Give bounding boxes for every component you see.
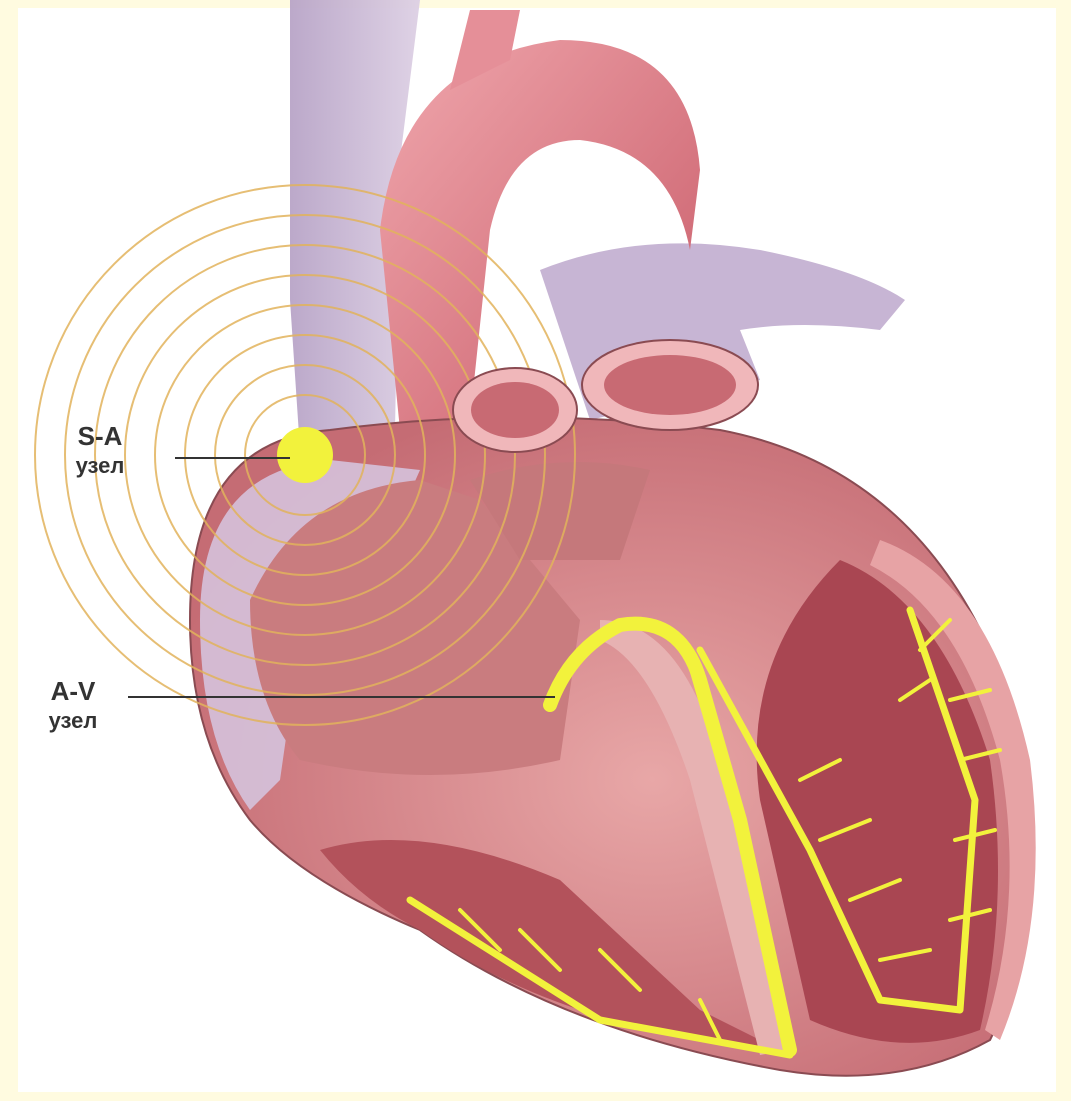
sa-node-label-line2: узел: [55, 455, 145, 477]
sa-node-label: S-A узел: [55, 423, 145, 477]
av-node-label: A-V узел: [28, 678, 118, 732]
sa-node: [277, 427, 333, 483]
av-node-label-line1: A-V: [28, 678, 118, 704]
aortic-valve: [453, 368, 577, 452]
sa-node-label-line1: S-A: [55, 423, 145, 449]
av-node-label-line2: узел: [28, 710, 118, 732]
pulmonary-valve: [582, 340, 758, 430]
